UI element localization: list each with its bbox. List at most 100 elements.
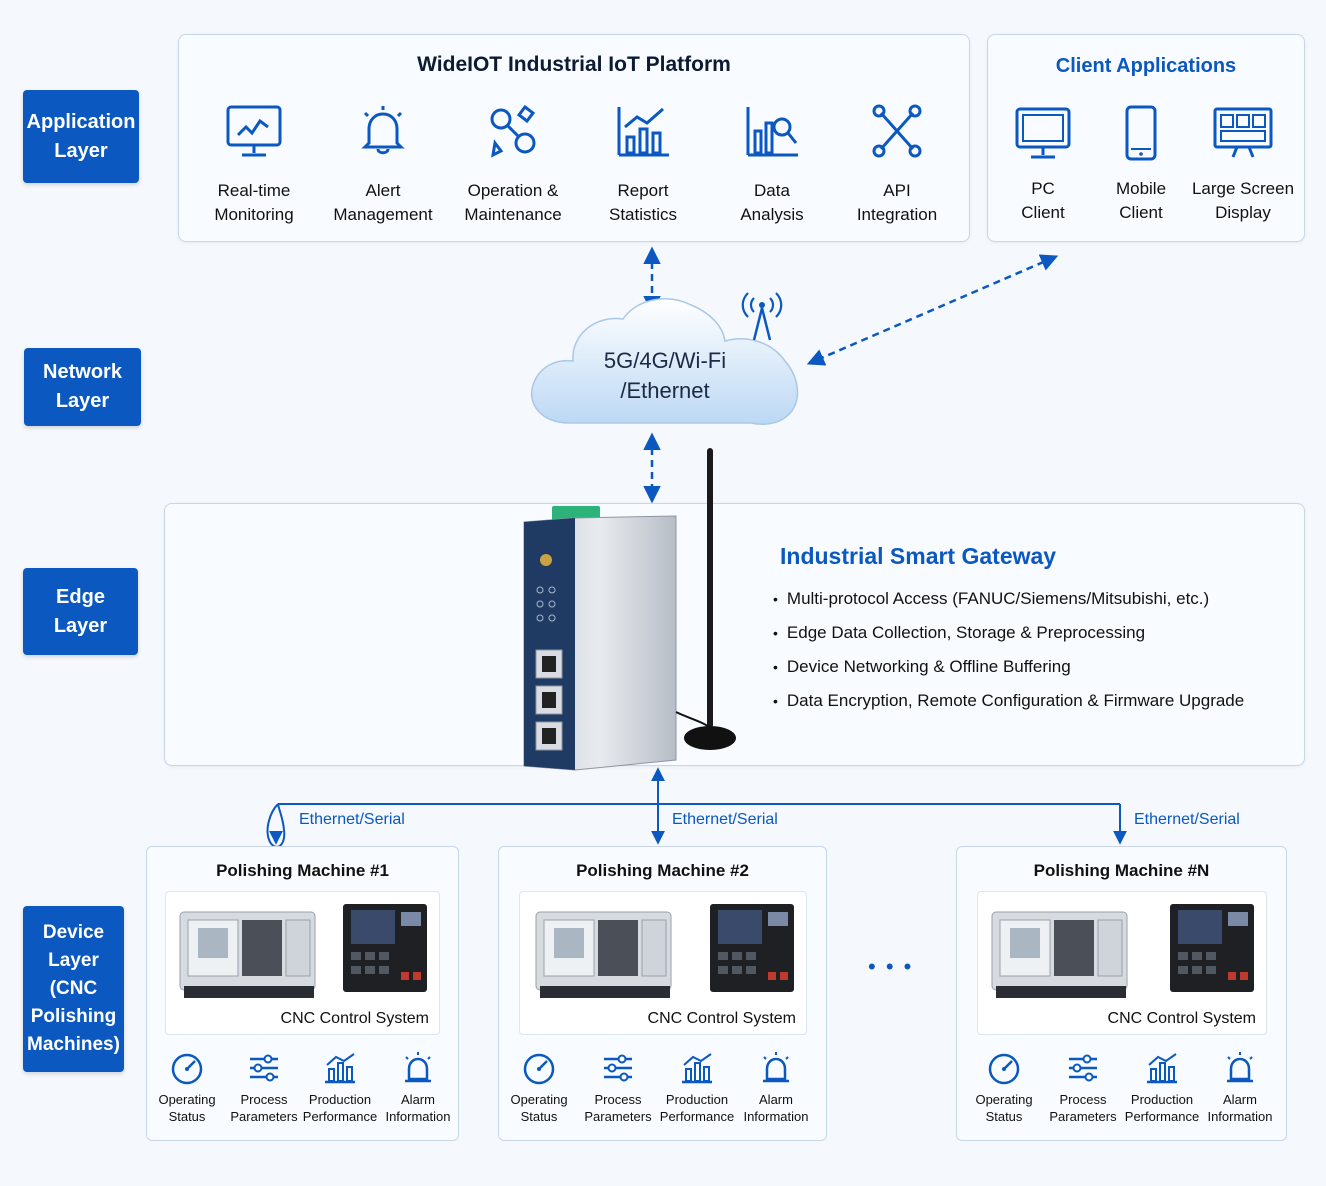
production-chart-icon: [325, 1053, 355, 1084]
metric-label: Alarm Information: [743, 1092, 809, 1124]
client-pc[interactable]: PC Client: [978, 105, 1108, 225]
metric-production-performance[interactable]: Production Performance: [1123, 1051, 1201, 1125]
mobile-icon: [1125, 105, 1157, 161]
cnc-control-label: CNC Control System: [280, 1010, 429, 1027]
application-layer-badge: Application Layer: [23, 90, 139, 183]
feature-api-integration[interactable]: API Integration: [832, 103, 962, 227]
machine-title: Polishing Machine #N: [1033, 861, 1210, 880]
cnc-controller-image: [1170, 904, 1254, 992]
feature-label: Operation & Maintenance: [464, 181, 562, 224]
connection-label-2: Ethernet/Serial: [672, 811, 778, 828]
gateway-feature: Multi-protocol Access (FANUC/Siemens/Mit…: [773, 582, 1244, 616]
api-icon: [872, 104, 922, 158]
machine-image-box: CNC Control System: [519, 891, 807, 1035]
client-mobile[interactable]: Mobile Client: [1076, 105, 1206, 225]
metric-process-parameters[interactable]: Process Parameters: [225, 1051, 303, 1125]
machine-card-2[interactable]: Polishing Machine #2 CNC Control System …: [498, 846, 827, 1141]
feature-label: Alert Management: [333, 181, 433, 224]
feature-label: Report Statistics: [608, 181, 678, 224]
metric-process-parameters[interactable]: Process Parameters: [579, 1051, 657, 1125]
metric-alarm-information[interactable]: Alarm Information: [737, 1051, 815, 1125]
cnc-controller-image: [343, 904, 427, 992]
metric-alarm-information[interactable]: Alarm Information: [1201, 1051, 1279, 1125]
data-analysis-icon: [746, 107, 798, 157]
bell-icon: [361, 106, 405, 155]
gateway-title: Industrial Smart Gateway: [780, 543, 1057, 569]
client-large-screen[interactable]: Large Screen Display: [1178, 105, 1308, 225]
feature-label: Data Analysis: [740, 181, 804, 224]
machine-card-1[interactable]: Polishing Machine #1 CNC Control System …: [146, 846, 459, 1141]
edge-layer-badge: Edge Layer: [23, 568, 138, 655]
gateway-device: [523, 506, 677, 771]
feature-data-analysis[interactable]: Data Analysis: [707, 103, 837, 227]
alarm-icon: [405, 1052, 431, 1083]
metric-operating-status[interactable]: Operating Status: [500, 1051, 578, 1125]
cnc-machine-image: [535, 911, 672, 998]
platform-title: WideIOT Industrial IoT Platform: [417, 53, 731, 76]
alarm-icon: [763, 1052, 789, 1083]
feature-report-statistics[interactable]: Report Statistics: [578, 103, 708, 227]
metric-production-performance[interactable]: Production Performance: [658, 1051, 736, 1125]
production-chart-icon: [682, 1053, 712, 1084]
client-title: Client Applications: [1055, 55, 1237, 77]
gateway-feature: Device Networking & Offline Buffering: [773, 650, 1244, 684]
feature-operation-maintenance[interactable]: Operation & Maintenance: [448, 103, 578, 227]
network-cloud-label: 5G/4G/Wi-Fi /Ethernet: [603, 348, 727, 403]
large-screen-icon: [1213, 107, 1273, 158]
metric-label: Process Parameters: [584, 1092, 652, 1124]
signal-tower-icon: [741, 292, 783, 341]
antenna-icon: [675, 448, 736, 750]
metric-label: Production Performance: [1124, 1092, 1200, 1124]
metric-label: Production Performance: [659, 1092, 735, 1124]
client-panel: Client Applications PC Client Mobile Cli…: [987, 34, 1305, 242]
connection-label-1: Ethernet/Serial: [299, 811, 405, 828]
wrench-gear-icon: [490, 104, 536, 158]
metric-label: Process Parameters: [230, 1092, 298, 1124]
metric-label: Process Parameters: [1049, 1092, 1117, 1124]
gateway-feature-list: Multi-protocol Access (FANUC/Siemens/Mit…: [773, 582, 1244, 718]
client-label: Mobile Client: [1115, 179, 1167, 222]
metric-label: Operating Status: [975, 1092, 1033, 1124]
alarm-icon: [1227, 1052, 1253, 1083]
sliders-icon: [1069, 1054, 1097, 1082]
metric-label: Alarm Information: [1207, 1092, 1273, 1124]
connection-label-3: Ethernet/Serial: [1134, 811, 1240, 828]
cnc-control-label: CNC Control System: [647, 1010, 796, 1027]
cnc-control-label: CNC Control System: [1107, 1010, 1256, 1027]
feature-realtime-monitoring[interactable]: Real-time Monitoring: [189, 103, 319, 227]
metric-label: Production Performance: [302, 1092, 378, 1124]
pc-icon: [1015, 107, 1071, 159]
sliders-icon: [604, 1054, 632, 1082]
metric-label: Operating Status: [510, 1092, 568, 1124]
machine-image-box: CNC Control System: [165, 891, 440, 1035]
client-label: Large Screen Display: [1191, 179, 1295, 222]
metric-operating-status[interactable]: Operating Status: [965, 1051, 1043, 1125]
feature-label: API Integration: [856, 181, 938, 224]
monitor-chart-icon: [226, 105, 282, 157]
bar-chart-icon: [617, 107, 669, 157]
gauge-icon: [171, 1053, 203, 1085]
metric-operating-status[interactable]: Operating Status: [148, 1051, 226, 1125]
network-layer-badge: Network Layer: [24, 348, 141, 426]
production-chart-icon: [1147, 1053, 1177, 1084]
machine-title: Polishing Machine #1: [216, 861, 389, 880]
metric-production-performance[interactable]: Production Performance: [301, 1051, 379, 1125]
gauge-icon: [988, 1053, 1020, 1085]
metric-label: Operating Status: [158, 1092, 216, 1124]
cnc-machine-image: [179, 911, 316, 998]
client-label: PC Client: [1021, 179, 1065, 222]
machine-title: Polishing Machine #2: [576, 861, 749, 880]
feature-alert-management[interactable]: Alert Management: [318, 103, 448, 227]
cnc-machine-image: [991, 911, 1128, 998]
machine-image-box: CNC Control System: [977, 891, 1267, 1035]
network-cloud: [530, 298, 799, 425]
metric-alarm-information[interactable]: Alarm Information: [379, 1051, 457, 1125]
sliders-icon: [250, 1054, 278, 1082]
cnc-controller-image: [710, 904, 794, 992]
metric-process-parameters[interactable]: Process Parameters: [1044, 1051, 1122, 1125]
machine-card-n[interactable]: Polishing Machine #N CNC Control System …: [956, 846, 1287, 1141]
gateway-feature: Data Encryption, Remote Configuration & …: [773, 684, 1244, 718]
gauge-icon: [523, 1053, 555, 1085]
more-machines-ellipsis: • • •: [868, 954, 914, 979]
